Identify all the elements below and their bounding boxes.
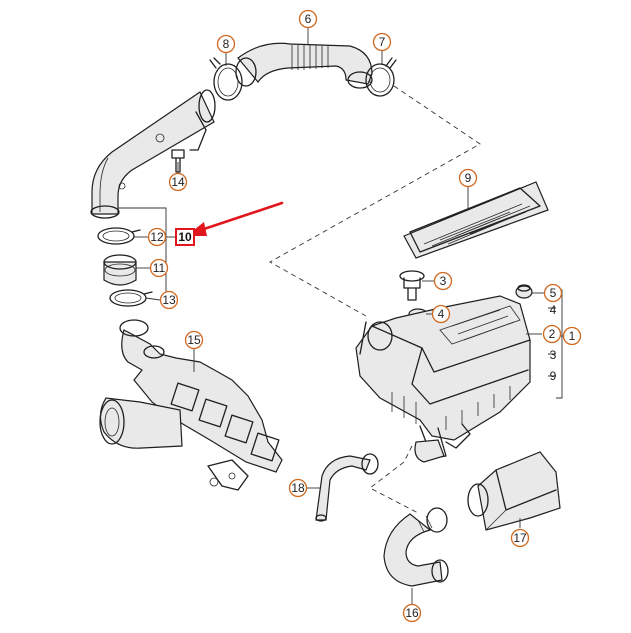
air-filter-housing bbox=[355, 295, 531, 463]
callout: 11 bbox=[149, 258, 169, 278]
callout-label: 11 bbox=[153, 261, 166, 275]
rubber-buffer bbox=[515, 284, 533, 299]
callout-label: 14 bbox=[171, 175, 185, 189]
turbocharger-manifold bbox=[99, 319, 283, 491]
callout-label: 8 bbox=[223, 37, 230, 51]
hose-clamp bbox=[365, 57, 397, 97]
callout-label: 12 bbox=[150, 230, 164, 244]
highlighted-label-text: 10 bbox=[178, 230, 192, 244]
callout: 17 bbox=[510, 528, 530, 548]
connector-sleeve bbox=[103, 254, 137, 286]
callout: 7 bbox=[372, 32, 392, 52]
callout-label: 13 bbox=[162, 293, 176, 307]
sensor-plug bbox=[399, 270, 425, 301]
callout: 6 bbox=[298, 9, 318, 29]
callout-label: 1 bbox=[569, 329, 576, 343]
side-label: 3 bbox=[550, 348, 557, 362]
callout: 4 bbox=[431, 304, 451, 324]
callout: 5 bbox=[543, 283, 563, 303]
side-label: 4 bbox=[550, 303, 557, 317]
callout-label: 17 bbox=[513, 531, 527, 545]
callout-label: 4 bbox=[438, 307, 445, 321]
hose-clamp bbox=[109, 289, 153, 307]
side-label: 9 bbox=[550, 369, 557, 383]
hose-clamp bbox=[97, 227, 141, 245]
callout: 14 bbox=[168, 172, 188, 192]
callout: 12 bbox=[147, 227, 167, 247]
callout-label: 2 bbox=[549, 327, 556, 341]
callout: 3 bbox=[433, 271, 453, 291]
callout: 9 bbox=[458, 168, 478, 188]
callout: 2 bbox=[542, 324, 562, 344]
callout: 1 bbox=[562, 326, 582, 346]
bellows-hose bbox=[235, 42, 373, 89]
vent-hose bbox=[315, 453, 379, 522]
callout: 13 bbox=[159, 290, 179, 310]
callout-label: 9 bbox=[465, 171, 472, 185]
callout: 8 bbox=[216, 34, 236, 54]
callout-label: 5 bbox=[550, 286, 557, 300]
callout-label: 7 bbox=[379, 35, 386, 49]
highlight-arrow bbox=[186, 201, 284, 236]
intake-pipe bbox=[90, 89, 216, 219]
callout-label: 3 bbox=[440, 274, 447, 288]
callout-label: 15 bbox=[187, 333, 201, 347]
filter-cover bbox=[403, 181, 549, 259]
connection-lines bbox=[269, 85, 481, 515]
callout-label: 16 bbox=[405, 606, 419, 620]
callout-label: 6 bbox=[305, 12, 312, 26]
callout: 15 bbox=[184, 330, 204, 350]
air-guide-duct bbox=[467, 451, 561, 531]
highlighted-label: 10 bbox=[175, 228, 195, 246]
callout-label: 18 bbox=[291, 481, 305, 495]
hose-clamp bbox=[209, 57, 243, 101]
callout: 16 bbox=[402, 603, 422, 623]
callout: 18 bbox=[288, 478, 308, 498]
intake-hose bbox=[383, 507, 449, 587]
